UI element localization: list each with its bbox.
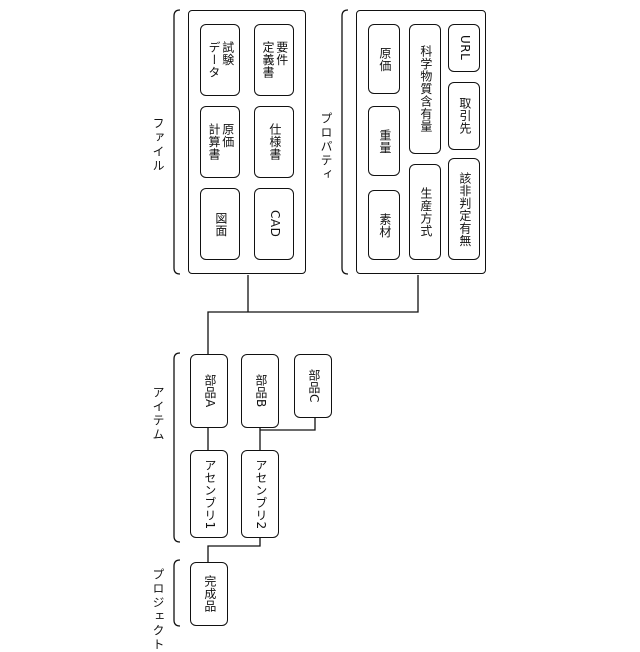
file-requirements[interactable]: 要件 定義書 <box>254 24 294 96</box>
prop-chemical-content-label: 科学物質含有量 <box>418 45 432 133</box>
prop-cost-label: 原価 <box>377 47 391 72</box>
file-cad-label: CAD <box>267 210 281 237</box>
node-product-label: 完成品 <box>202 575 216 613</box>
prop-production-method[interactable]: 生産方式 <box>409 164 441 260</box>
prop-compliance[interactable]: 該非判定有無 <box>448 158 480 260</box>
node-assembly1-label: アセンブリ1 <box>202 459 216 530</box>
prop-material[interactable]: 素材 <box>368 190 400 260</box>
prop-supplier[interactable]: 取引先 <box>448 82 480 150</box>
prop-url[interactable]: URL <box>448 24 480 72</box>
node-part-a-label: 部品A <box>202 374 216 408</box>
node-product[interactable]: 完成品 <box>190 562 228 626</box>
prop-material-label: 素材 <box>377 213 391 238</box>
node-part-c[interactable]: 部品C <box>294 354 332 418</box>
file-cost-calc[interactable]: 原価 計算書 <box>200 106 240 178</box>
prop-weight[interactable]: 重量 <box>368 106 400 176</box>
file-cost-calc-label: 原価 計算書 <box>206 123 234 161</box>
prop-cost[interactable]: 原価 <box>368 24 400 94</box>
prop-supplier-label: 取引先 <box>457 97 471 135</box>
file-requirements-label: 要件 定義書 <box>260 41 288 79</box>
file-drawing[interactable]: 図面 <box>200 188 240 260</box>
prop-url-label: URL <box>457 35 471 60</box>
node-assembly1[interactable]: アセンブリ1 <box>190 450 228 538</box>
prop-weight-label: 重量 <box>377 129 391 154</box>
file-cad[interactable]: CAD <box>254 188 294 260</box>
node-part-b[interactable]: 部品B <box>241 354 279 428</box>
node-assembly2[interactable]: アセンブリ2 <box>241 450 279 538</box>
node-assembly2-label: アセンブリ2 <box>253 459 267 530</box>
file-spec-label: 仕様書 <box>267 123 281 161</box>
node-part-b-label: 部品B <box>253 374 267 408</box>
file-spec[interactable]: 仕様書 <box>254 106 294 178</box>
file-test-data[interactable]: 試験 データ <box>200 24 240 96</box>
node-part-a[interactable]: 部品A <box>190 354 228 428</box>
prop-chemical-content[interactable]: 科学物質含有量 <box>409 24 441 154</box>
file-drawing-label: 図面 <box>213 212 227 237</box>
file-test-data-label: 試験 データ <box>206 41 234 79</box>
prop-compliance-label: 該非判定有無 <box>457 172 471 247</box>
prop-production-method-label: 生産方式 <box>418 187 432 237</box>
node-part-c-label: 部品C <box>306 369 320 403</box>
